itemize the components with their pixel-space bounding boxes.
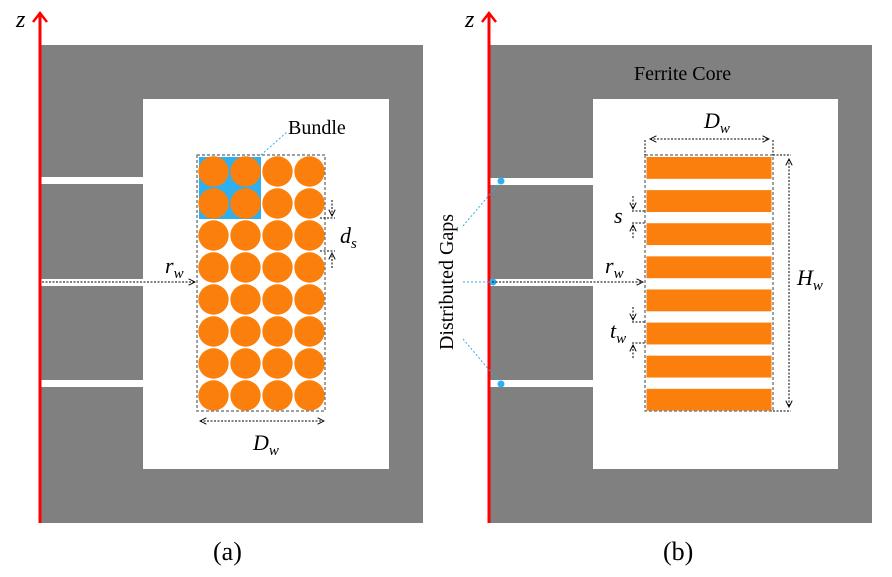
rw-label-b: rw xyxy=(605,253,624,282)
ferrite-core-label: Ferrite Core xyxy=(634,63,731,85)
distributed-gaps-callout xyxy=(462,177,505,388)
strand-conductor xyxy=(198,316,229,347)
strand-conductor xyxy=(262,316,293,347)
strand-conductor xyxy=(230,188,261,219)
strand-conductor xyxy=(198,252,229,283)
bundle-callout-line xyxy=(260,131,288,156)
strand-conductor xyxy=(262,380,293,411)
tw-label: tw xyxy=(610,318,626,347)
panel-b: Ferrite Core z Distributed Gaps Dw Hw xyxy=(436,7,872,566)
strand-conductor xyxy=(262,252,293,283)
panel-caption-b: (b) xyxy=(663,537,693,566)
distributed-gaps-label: Distributed Gaps xyxy=(436,214,458,350)
strand-conductor xyxy=(294,380,325,411)
s-label: s xyxy=(614,203,623,228)
foil-turn xyxy=(646,190,772,212)
core-window xyxy=(143,99,389,469)
s-dimension xyxy=(632,196,645,238)
strand-conductor xyxy=(230,284,261,315)
strand-conductor xyxy=(262,348,293,379)
strand-conductor xyxy=(230,348,261,379)
strand-conductor xyxy=(262,284,293,315)
dw-label-a: Dw xyxy=(252,430,279,459)
panel-caption-a: (a) xyxy=(213,537,242,566)
ds-dimension-a xyxy=(320,200,335,268)
foil-turn xyxy=(646,322,772,345)
winding-window-outline-b xyxy=(644,154,774,412)
strand-conductor xyxy=(294,348,325,379)
strand-conductor xyxy=(294,220,325,251)
strand-conductor xyxy=(230,380,261,411)
z-axis-arrowhead-a xyxy=(32,10,48,23)
foil-turn xyxy=(646,157,772,179)
strand-conductor xyxy=(230,252,261,283)
z-axis-label-b: z xyxy=(464,7,475,33)
strand-conductor xyxy=(294,188,325,219)
ferrite-core-a xyxy=(40,45,423,523)
hw-label: Hw xyxy=(796,265,823,294)
air-gap-top xyxy=(40,177,143,184)
strand-conductor xyxy=(230,316,261,347)
foil-turn xyxy=(646,289,772,312)
foil-turn xyxy=(646,355,772,378)
strand-conductor xyxy=(262,220,293,251)
tw-dimension xyxy=(632,307,645,358)
strand-conductor xyxy=(294,252,325,283)
strand-conductor xyxy=(198,220,229,251)
strand-conductor xyxy=(198,380,229,411)
strand-conductor xyxy=(262,156,293,187)
strand-conductor xyxy=(294,156,325,187)
z-axis-label-a: z xyxy=(15,7,26,33)
strand-conductor xyxy=(294,316,325,347)
dw-label-b: Dw xyxy=(703,108,730,137)
foil-turn xyxy=(646,388,772,411)
strand-conductor xyxy=(198,156,229,187)
foil-turn xyxy=(646,223,772,246)
strand-conductor xyxy=(198,348,229,379)
strand-conductor xyxy=(198,188,229,219)
strand-conductor xyxy=(230,220,261,251)
air-gap-bottom xyxy=(489,380,593,387)
gap-marker-bottom xyxy=(497,380,505,388)
z-axis-arrowhead-b xyxy=(481,10,497,23)
air-gap-bottom xyxy=(40,380,143,387)
foil-turn xyxy=(646,256,772,279)
strand-conductor xyxy=(294,284,325,315)
strand-conductor xyxy=(262,188,293,219)
strand-conductor xyxy=(198,284,229,315)
foil-winding xyxy=(646,157,772,411)
air-gap-top xyxy=(489,178,593,185)
ds-label-a: ds xyxy=(340,223,357,252)
rw-label-a: rw xyxy=(165,253,184,282)
ferrite-core-b xyxy=(489,45,872,523)
panel-a: z Bundle rw Dw ds (a) xyxy=(15,7,423,566)
bundle-label: Bundle xyxy=(288,117,346,139)
litz-winding xyxy=(198,156,325,411)
winding-window-outline-a xyxy=(196,154,326,412)
strand-conductor xyxy=(230,156,261,187)
gap-marker-top xyxy=(497,177,505,185)
